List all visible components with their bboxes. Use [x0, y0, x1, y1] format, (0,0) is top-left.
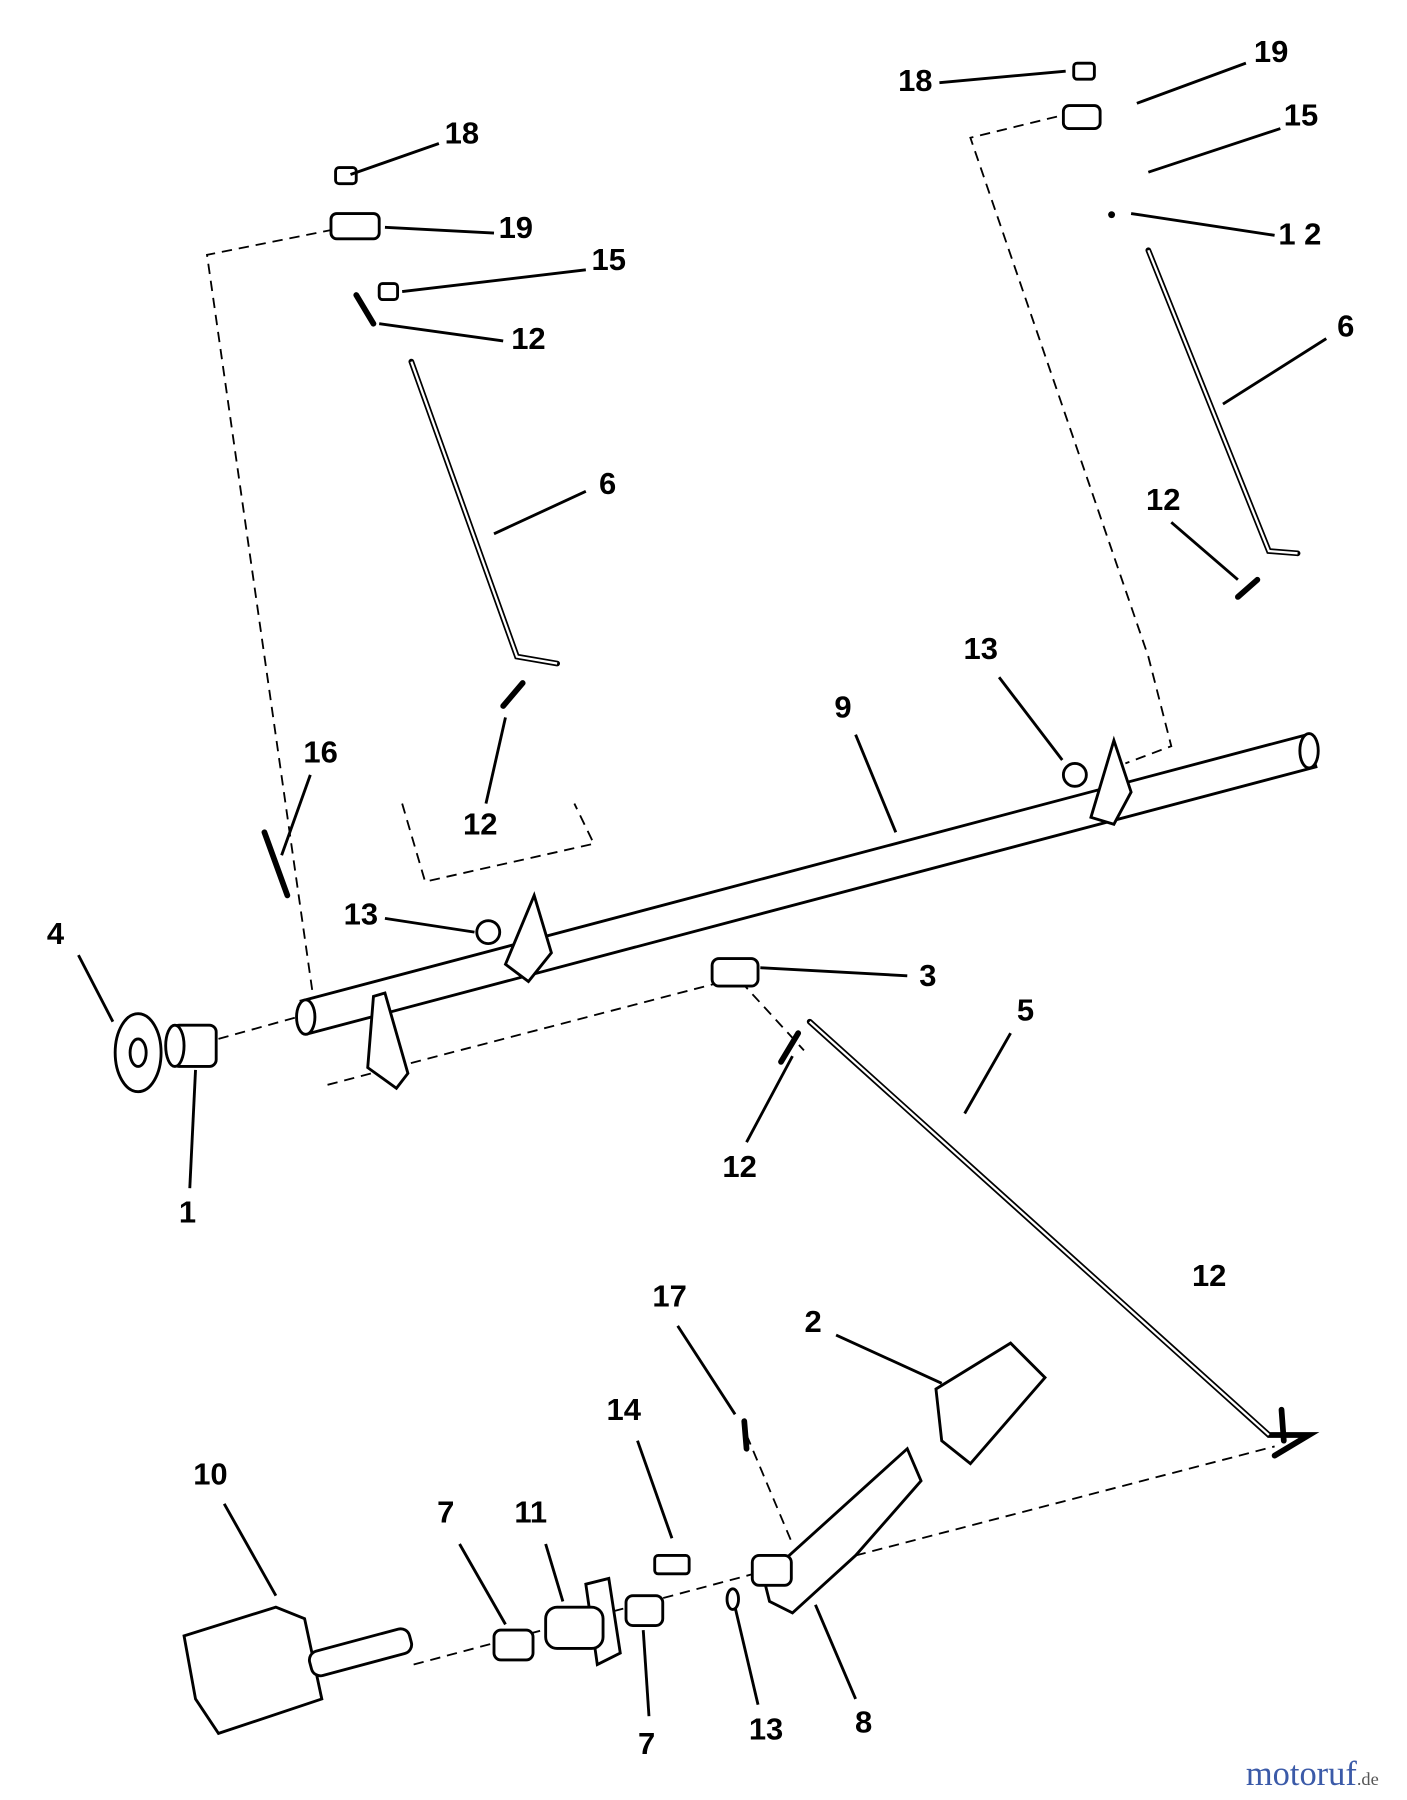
leader-lines: [77, 61, 1328, 1717]
callout-19: 19: [499, 210, 533, 245]
callout-12: 12: [511, 321, 545, 356]
washer-part-13: [475, 919, 502, 946]
washer-part-13: [1061, 761, 1088, 788]
bracket-part-10: [182, 1605, 414, 1736]
callout-19: 19: [1254, 34, 1288, 69]
watermark-logo: motoruf.de: [1246, 1755, 1379, 1793]
callout-3: 3: [919, 958, 936, 993]
callout-17: 17: [652, 1279, 686, 1314]
callout-11: 11: [514, 1494, 547, 1529]
callout-6: 6: [1337, 309, 1354, 344]
callout-1: 1: [179, 1195, 196, 1230]
callout-9: 9: [834, 690, 851, 725]
callout-14: 14: [606, 1392, 641, 1427]
callout-labels: 18 19 15 12 6 12 16 13 4 1 9 13 3 5 12 1…: [47, 34, 1355, 1761]
rod-part-5: [806, 1018, 1320, 1459]
callout-16: 16: [303, 734, 337, 769]
callout-5: 5: [1017, 993, 1034, 1028]
bolt-part-14: [653, 1554, 691, 1576]
rod-part-6-left: [408, 358, 561, 667]
callout-6: 6: [599, 466, 616, 501]
callout-12: 12: [722, 1149, 756, 1184]
callout-13: 13: [749, 1711, 783, 1746]
watermark-brand: motoruf: [1246, 1755, 1357, 1793]
bearing-flange-part-11: [544, 1576, 622, 1667]
cotter-pins-part-12: [261, 292, 1287, 1452]
callout-12: 12: [1146, 482, 1180, 517]
bushing-part-7: [492, 1628, 535, 1662]
callout-15: 15: [1284, 97, 1318, 132]
nuts-and-ferrules: [329, 61, 1116, 302]
callout-18: 18: [445, 116, 479, 151]
callout-13: 13: [963, 631, 997, 666]
pedal-pad-part-2: [934, 1341, 1047, 1466]
swivel-part-3: [710, 957, 760, 988]
callout-8: 8: [855, 1704, 872, 1739]
bushing-part-7: [624, 1594, 665, 1627]
callout-15: 15: [592, 242, 626, 277]
callout-12: 12: [1192, 1258, 1226, 1293]
washer-part-4: [113, 1012, 163, 1094]
cross-shaft-part-9: [295, 732, 1320, 1091]
callout-13: 13: [344, 896, 378, 931]
callout-10: 10: [193, 1456, 227, 1491]
rod-part-6-right: [1145, 247, 1301, 557]
callout-12: 12: [463, 807, 497, 842]
bushing-part-1: [164, 1023, 218, 1068]
callout-12: 1 2: [1278, 217, 1321, 252]
callout-7: 7: [638, 1726, 655, 1761]
watermark-tld: .de: [1357, 1769, 1379, 1789]
callout-4: 4: [47, 916, 65, 951]
callout-7: 7: [437, 1494, 454, 1529]
callout-2: 2: [805, 1304, 822, 1339]
washer-part-13: [725, 1587, 740, 1611]
callout-18: 18: [898, 63, 932, 98]
pedal-arm-part-8: [750, 1446, 923, 1615]
